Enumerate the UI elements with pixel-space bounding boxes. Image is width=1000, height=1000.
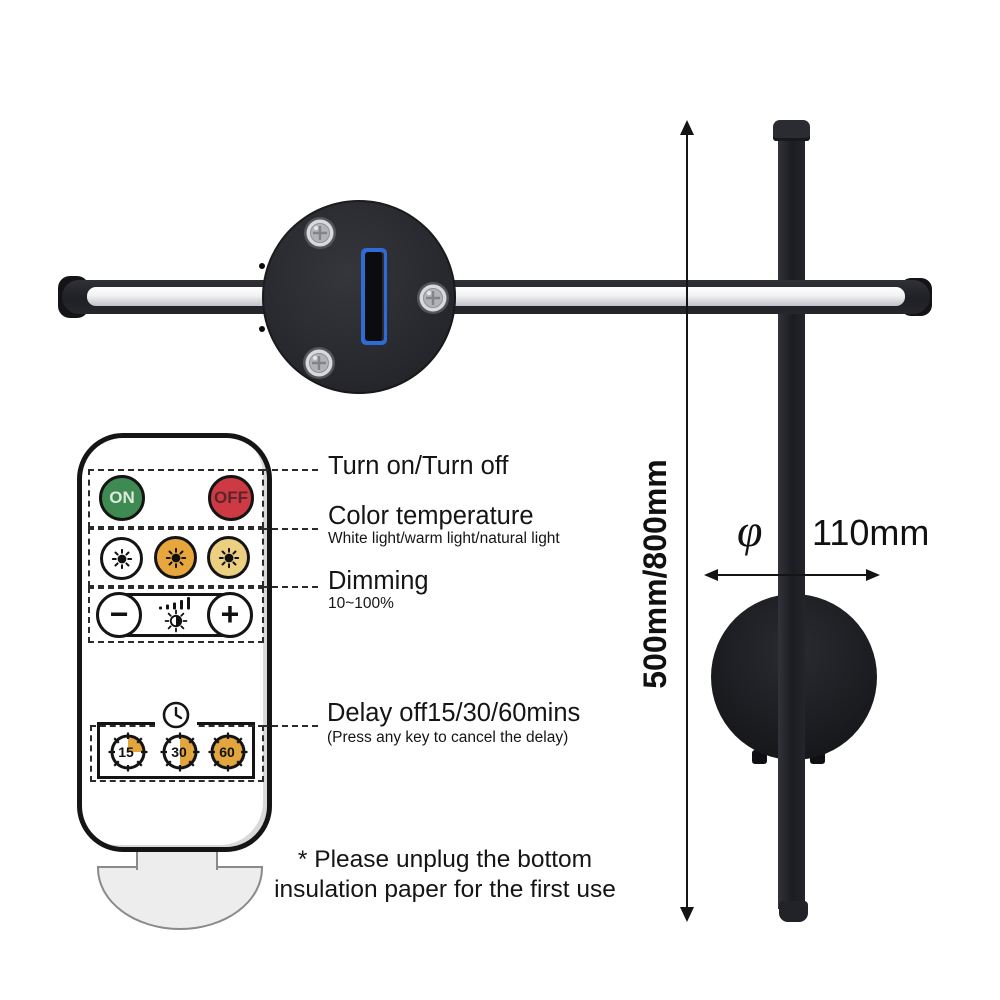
power-button-group bbox=[88, 469, 264, 528]
pole-top-cap bbox=[773, 120, 810, 141]
plate-edge-screw bbox=[259, 326, 265, 332]
off-button: OFF bbox=[208, 475, 254, 521]
clock-icon bbox=[162, 701, 190, 729]
callout-dimming-subtitle: 10~100% bbox=[328, 595, 394, 612]
callout-delay-title: Delay off15/30/60mins bbox=[327, 699, 581, 727]
dim-plus-button: + bbox=[207, 592, 253, 638]
diameter-dimension-line bbox=[716, 574, 869, 576]
callout-power-title: Turn on/Turn off bbox=[328, 452, 509, 480]
on-button: ON bbox=[99, 475, 145, 521]
connector-slot-opening bbox=[365, 252, 384, 341]
screw-icon bbox=[303, 347, 335, 379]
arrow-down-icon bbox=[680, 907, 694, 922]
diameter-symbol: φ bbox=[737, 505, 763, 556]
arrow-up-icon bbox=[680, 120, 694, 135]
sun-icon bbox=[218, 547, 239, 568]
sun-icon bbox=[111, 548, 132, 569]
insulation-paper-tab bbox=[136, 848, 218, 870]
arrow-right-icon bbox=[866, 569, 880, 581]
diameter-dimension-label: 110mm bbox=[812, 512, 930, 553]
callout-delay-subtitle: (Press any key to cancel the delay) bbox=[327, 729, 569, 746]
brightness-half-sun-icon bbox=[164, 609, 188, 633]
height-dimension-line bbox=[686, 131, 688, 910]
lamp-pole bbox=[778, 134, 805, 909]
height-dimension-label: 500mm/800mm bbox=[637, 459, 673, 689]
timer-15-label: 15 bbox=[118, 744, 134, 760]
timer-30-label: 30 bbox=[171, 744, 187, 760]
pole-bottom-cap bbox=[779, 901, 808, 922]
wall-mount-plate-back bbox=[259, 200, 456, 394]
plate-edge-screw bbox=[259, 263, 265, 269]
callout-line-power bbox=[262, 469, 318, 471]
timer-30-button: 30 bbox=[160, 732, 200, 772]
off-button-label: OFF bbox=[214, 488, 248, 507]
timer-60-button: 60 bbox=[208, 732, 248, 772]
warm-light-button bbox=[154, 536, 197, 579]
color-temperature-group bbox=[88, 528, 264, 587]
callout-color-title: Color temperature bbox=[328, 502, 534, 530]
minus-label: − bbox=[109, 595, 129, 632]
usage-note-line2: insulation paper for the first use bbox=[274, 876, 616, 903]
timer-15-button: 15 bbox=[108, 732, 148, 772]
insulation-paper bbox=[97, 866, 263, 930]
screw-icon bbox=[304, 217, 336, 249]
sun-icon bbox=[165, 547, 186, 568]
on-button-label: ON bbox=[109, 488, 135, 507]
dimming-group bbox=[88, 587, 264, 643]
timer-60-label: 60 bbox=[219, 744, 235, 760]
natural-light-button bbox=[207, 536, 250, 579]
callout-line-color bbox=[262, 528, 318, 530]
white-light-button bbox=[100, 537, 143, 580]
brightness-bars-icon bbox=[159, 597, 190, 610]
callout-color-subtitle: White light/warm light/natural light bbox=[328, 530, 560, 547]
led-strip bbox=[87, 287, 905, 306]
connector-slot bbox=[361, 248, 387, 345]
arrow-left-icon bbox=[704, 569, 718, 581]
callout-dimming-title: Dimming bbox=[328, 567, 429, 595]
callout-line-delay bbox=[262, 725, 318, 727]
plus-label: + bbox=[220, 595, 240, 632]
screw-icon bbox=[417, 282, 449, 314]
usage-note: * Please unplug the bottom insulation pa… bbox=[255, 845, 635, 905]
usage-note-line1: * Please unplug the bottom bbox=[297, 846, 593, 873]
callout-line-dimming bbox=[262, 586, 318, 588]
dim-minus-button: − bbox=[96, 592, 142, 638]
